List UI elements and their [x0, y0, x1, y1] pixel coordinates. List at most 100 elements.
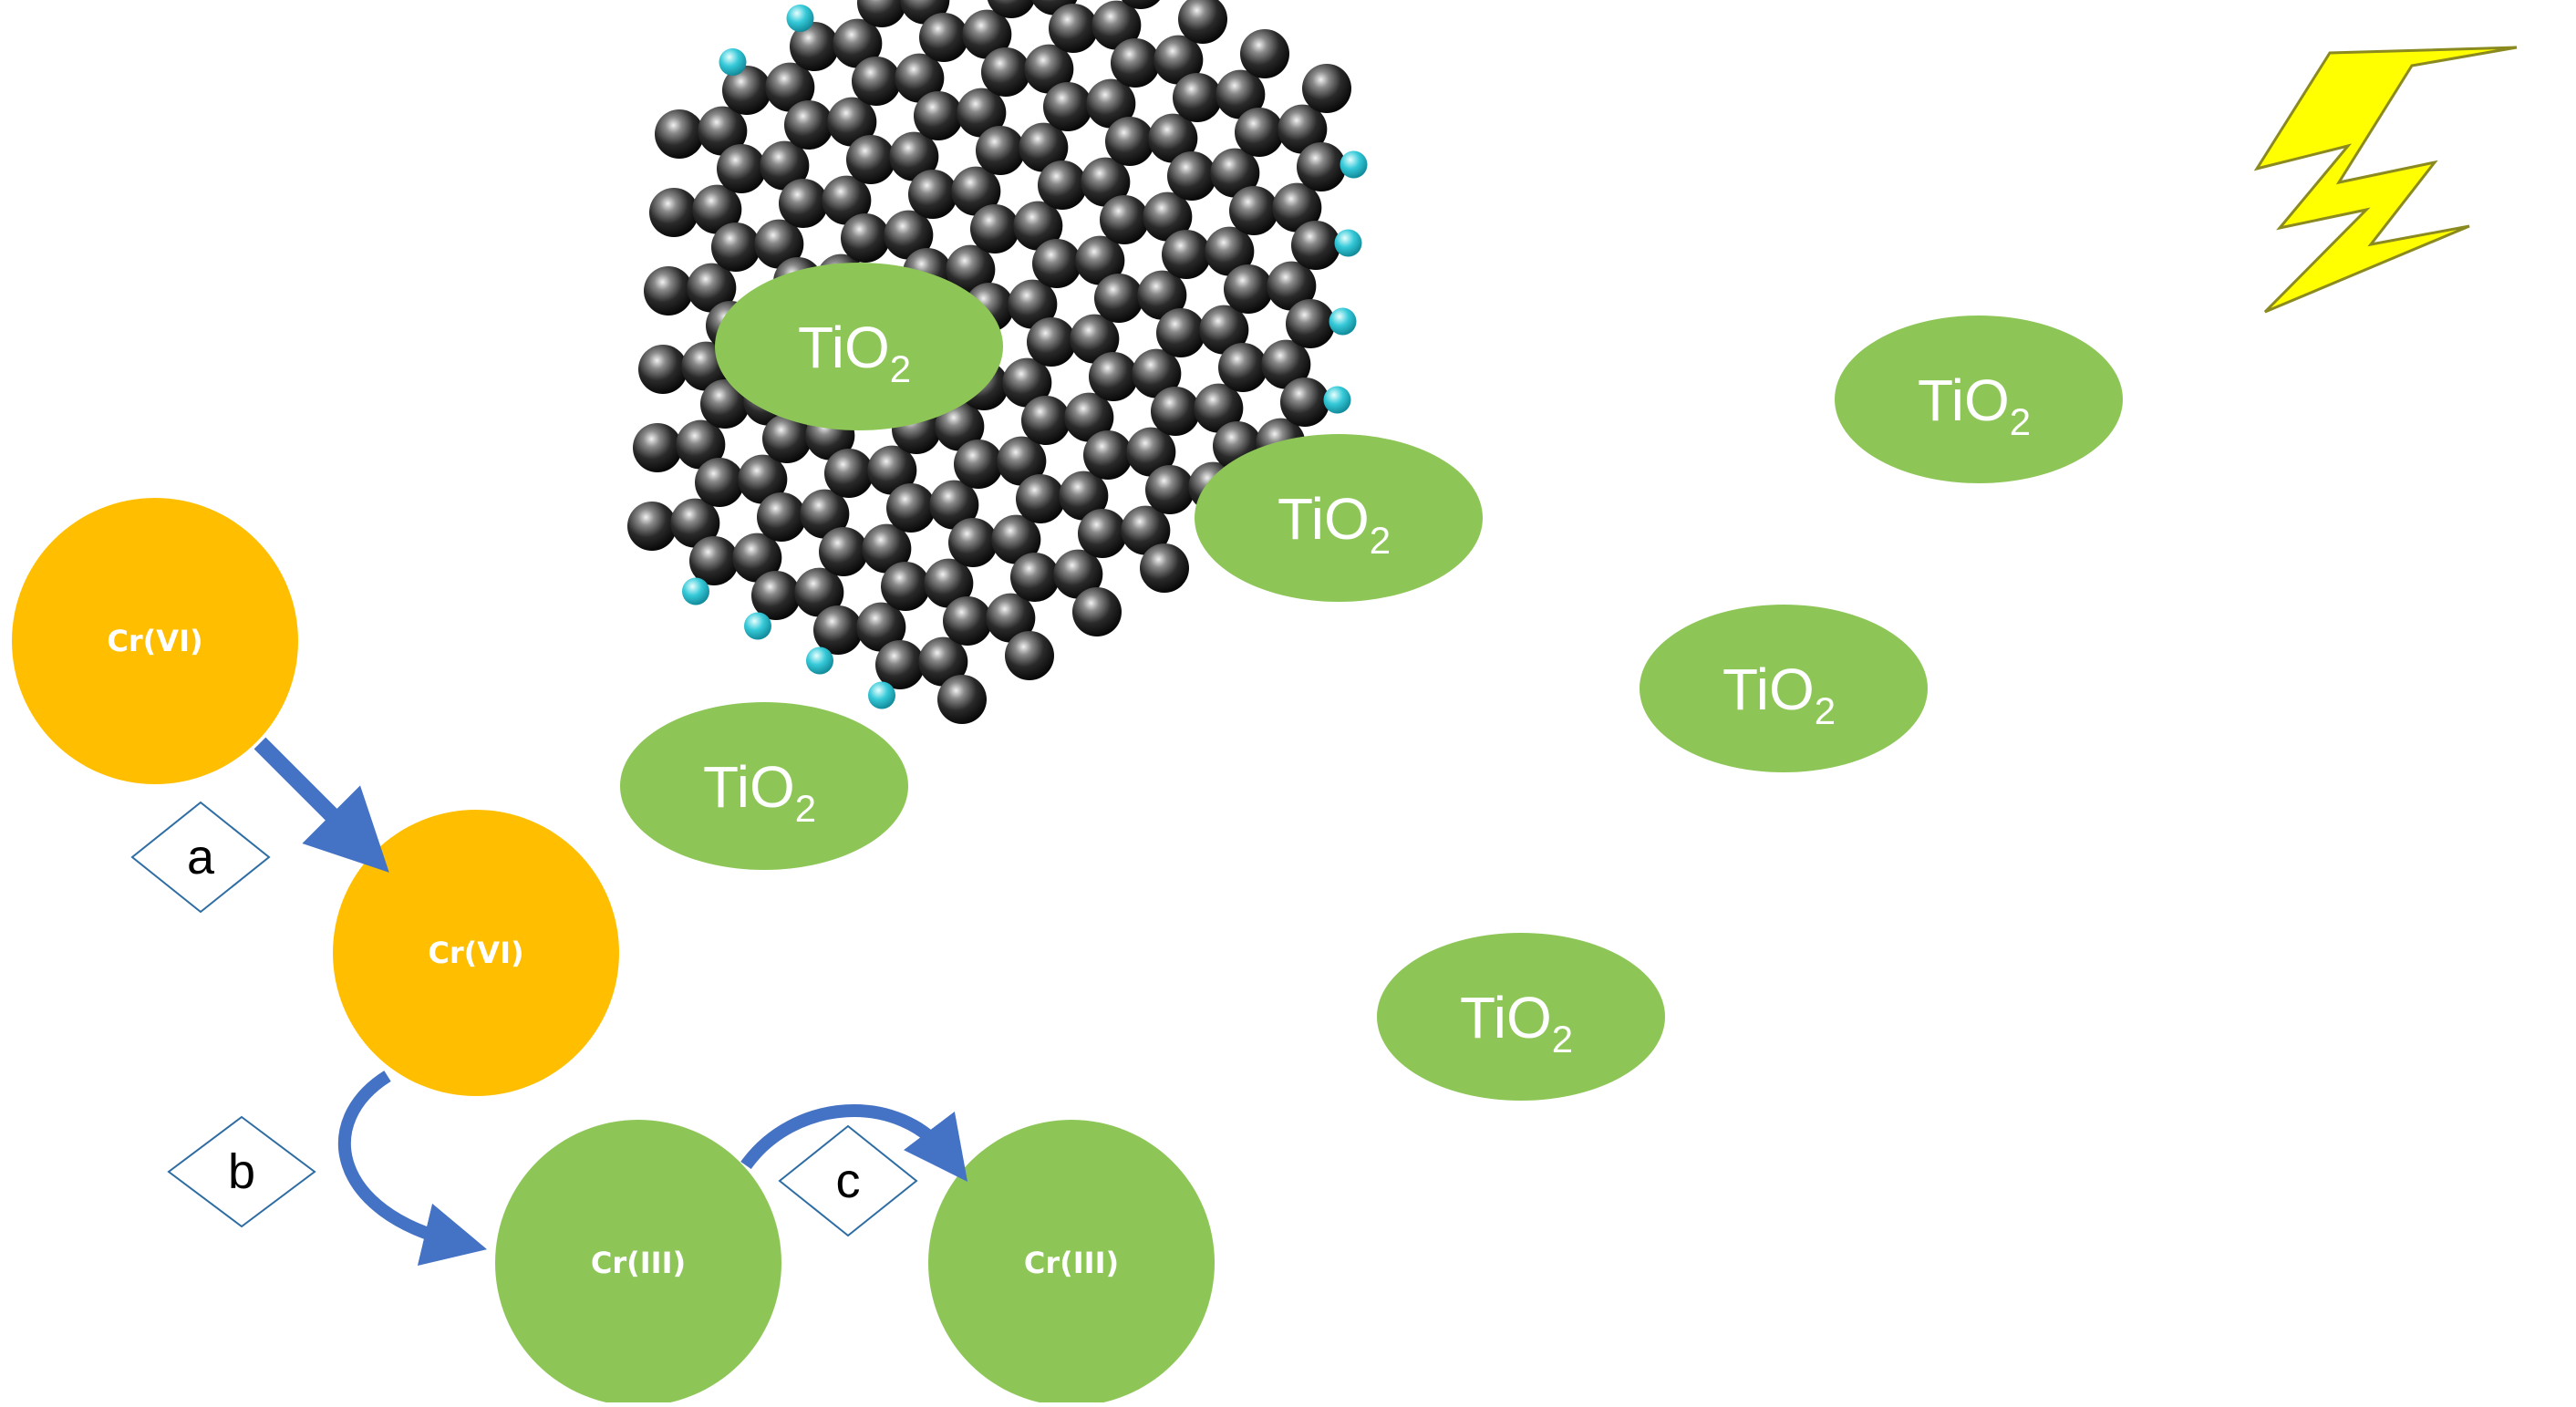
- cr6-particle-mid: Cr(VI): [333, 810, 619, 1096]
- carbon-atom: [827, 97, 877, 147]
- carbon-atom: [1261, 339, 1311, 389]
- carbon-atom: [948, 518, 998, 567]
- carbon-atom: [1053, 549, 1103, 599]
- carbon-atom: [1302, 64, 1351, 113]
- carbon-atom: [1143, 191, 1193, 242]
- hydrogen-atom: [786, 5, 814, 32]
- tio2-particle: TiO2: [1195, 434, 1483, 602]
- carbon-atom: [1010, 553, 1060, 602]
- carbon-atom: [1145, 465, 1195, 514]
- carbon-atom: [856, 602, 906, 652]
- cr6-label: Cr(VI): [107, 624, 202, 658]
- carbon-atom: [852, 57, 901, 106]
- carbon-atom: [1038, 160, 1087, 210]
- carbon-atom: [649, 188, 698, 237]
- carbon-atom: [895, 53, 945, 103]
- carbon-atom: [1297, 142, 1346, 191]
- carbon-atom: [886, 483, 936, 533]
- step-c-label: c: [778, 1124, 918, 1237]
- carbon-atom: [991, 514, 1041, 564]
- carbon-atom: [1005, 631, 1054, 680]
- carbon-atom: [1122, 0, 1160, 9]
- carbon-atom: [800, 489, 850, 539]
- carbon-atom: [1286, 299, 1335, 348]
- tio2-label: TiO2: [703, 754, 816, 830]
- carbon-atom: [981, 47, 1030, 97]
- carbon-atom: [738, 454, 788, 504]
- tio2-label: TiO2: [1918, 367, 2031, 443]
- step-a-arrow: [253, 737, 389, 873]
- hydrogen-atom: [1340, 150, 1368, 179]
- tio2-ellipse: [1195, 434, 1483, 602]
- tio2-ellipse: [715, 263, 1003, 430]
- carbon-atom: [1002, 357, 1052, 408]
- carbon-atom: [884, 210, 934, 260]
- carbon-atom: [954, 440, 1003, 489]
- diamond-shape: [130, 801, 271, 914]
- cr6-circle: [12, 498, 298, 784]
- carbon-atom: [1216, 69, 1266, 119]
- carbon-atom: [881, 562, 930, 611]
- carbon-atom: [757, 492, 806, 542]
- carbon-atom: [962, 9, 1012, 59]
- cr3-label: Cr(III): [591, 1246, 686, 1280]
- carbon-atom: [819, 527, 868, 576]
- carbon-atom: [1064, 392, 1114, 442]
- carbon-atom: [824, 449, 874, 498]
- carbon-atom: [924, 558, 974, 608]
- carbon-atom: [1019, 122, 1069, 172]
- carbon-atom: [1151, 387, 1200, 436]
- carbon-atom: [862, 523, 912, 574]
- carbon-atom: [857, 0, 906, 27]
- carbon-atom: [1008, 279, 1058, 329]
- carbon-atom: [957, 88, 1007, 138]
- carbon-atom: [935, 401, 985, 451]
- carbon-atom: [1013, 201, 1063, 251]
- carbon-atom: [754, 219, 804, 269]
- carbon-atom: [1167, 151, 1216, 201]
- carbon-atom: [867, 445, 917, 495]
- carbon-atom: [1089, 352, 1138, 401]
- carbon-atom: [1148, 113, 1198, 163]
- carbon-atom: [846, 135, 895, 184]
- carbon-atom: [1016, 474, 1065, 523]
- hydrogen-atom: [719, 48, 747, 76]
- tio2-ellipse: [1640, 605, 1928, 772]
- carbon-atom: [1140, 543, 1189, 593]
- carbon-atom: [889, 131, 939, 181]
- carbon-atom: [1075, 235, 1125, 285]
- tio2-particle: TiO2: [620, 702, 908, 870]
- tio2-ellipse: [620, 702, 908, 870]
- carbon-atom: [833, 18, 883, 68]
- carbon-atom: [1070, 314, 1120, 364]
- tio2-ellipse: [1835, 316, 2123, 483]
- carbon-atom: [1240, 29, 1289, 78]
- carbon-atom: [765, 62, 815, 112]
- carbon-atom: [762, 414, 812, 463]
- tio2-ellipse: [1377, 933, 1665, 1101]
- step-b-label: b: [167, 1115, 316, 1228]
- carbon-atom: [1081, 157, 1131, 207]
- carbon-atom: [875, 640, 925, 689]
- carbon-atom: [1027, 317, 1076, 367]
- carbon-atom: [1078, 509, 1127, 558]
- carbon-atom: [813, 605, 863, 655]
- carbon-atom: [784, 100, 833, 150]
- carbon-atom: [929, 480, 979, 530]
- carbon-atom: [937, 675, 987, 724]
- svg-text:b: b: [228, 1144, 255, 1199]
- carbon-atom: [1210, 148, 1260, 198]
- carbon-atom: [987, 0, 1036, 18]
- carbon-atom: [1049, 4, 1098, 53]
- carbon-atom: [700, 379, 750, 429]
- carbon-atom: [1100, 195, 1149, 244]
- cr3-particle-left: Cr(III): [495, 1120, 781, 1406]
- carbon-atom: [1083, 430, 1133, 480]
- cr3-label: Cr(III): [1024, 1246, 1119, 1280]
- carbon-atom: [1126, 427, 1176, 477]
- hydrogen-atom: [806, 647, 833, 675]
- tio2-label: TiO2: [1723, 657, 1836, 732]
- carbon-atom: [919, 13, 968, 62]
- carbon-atom: [670, 498, 720, 548]
- carbon-atom: [644, 266, 693, 316]
